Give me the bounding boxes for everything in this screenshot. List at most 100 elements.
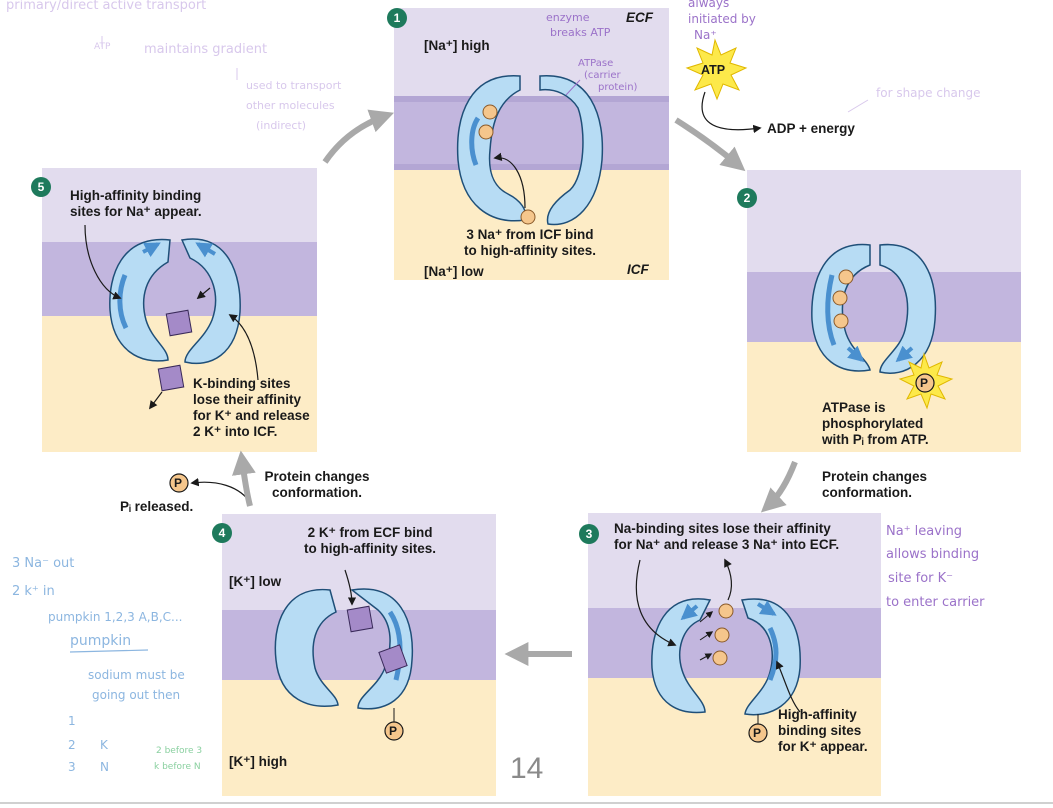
step-badge-4: [212, 523, 232, 543]
step-badge-5: [31, 177, 51, 197]
carrier-protein: [109, 238, 241, 364]
note-n: N: [100, 760, 109, 774]
handwritten-pointer: [565, 79, 581, 96]
step3-bottom-text-2: binding sites: [778, 723, 862, 738]
bottom-divider: [0, 802, 1053, 804]
pointer-arrow: [699, 653, 713, 661]
atp-burst-icon: [685, 38, 748, 101]
step5-bottom-text-4: 2 K⁺ into ICF.: [193, 424, 278, 439]
step1-bind-text-1: 3 Na⁺ from ICF bind: [466, 227, 594, 242]
potassium-ion: [157, 364, 185, 392]
atp-label: ATP: [701, 63, 726, 77]
conformation-left-1: Protein changes: [264, 469, 370, 484]
note-k-before-n: k before N: [154, 762, 201, 772]
step4-phosphate-p: P: [389, 724, 398, 738]
pointer-arrow: [228, 314, 259, 381]
note-atp: ATP: [94, 42, 111, 52]
na-low-label: [Na⁺] low: [424, 264, 484, 279]
panel-step-5: [31, 168, 317, 452]
carrier-protein: [651, 598, 801, 716]
sodium-ion: [838, 269, 854, 285]
release-arrow: [148, 391, 163, 410]
step-badge-4-number: 4: [218, 526, 226, 540]
sodium-ion: [712, 650, 728, 666]
note-initiated-by: initiated by: [688, 12, 756, 26]
note-other-molecules: other molecules: [246, 99, 335, 112]
note-always: always: [688, 0, 730, 10]
sodium-ion: [520, 209, 536, 225]
sodium-ion: [478, 124, 494, 140]
binding-arrow: [493, 152, 526, 209]
release-arrow: [724, 558, 733, 601]
panel-step-3: [579, 513, 881, 796]
pointer-arrow: [699, 631, 714, 641]
step-badge-5-number: 5: [37, 180, 45, 194]
potassium-ion: [165, 309, 193, 337]
sodium-ion: [833, 313, 849, 329]
na-high-label: [Na⁺] high: [424, 38, 490, 53]
step3-top-text-2: for Na⁺ and release 3 Na⁺ into ECF.: [614, 537, 840, 552]
binding-arrow: [344, 569, 357, 606]
note-num-1: 1: [68, 714, 76, 728]
step3-top-text-1: Na-binding sites lose their affinity: [614, 521, 831, 536]
note-num-3: 3: [68, 760, 76, 774]
panel-step-4: [212, 514, 496, 796]
handwritten-underline: [69, 649, 149, 653]
k-low-label: [K⁺] low: [229, 574, 282, 589]
release-arrow: [196, 287, 211, 300]
note-allows-binding: allows binding: [886, 547, 980, 562]
step-badge-1: [387, 8, 407, 28]
cycle-arrow-2-to-3: [760, 460, 798, 513]
pointer-arrow: [699, 611, 714, 623]
conformation-left-2: conformation.: [272, 485, 362, 500]
note-going-out-then: going out then: [92, 688, 181, 702]
released-phosphate-icon: [169, 473, 189, 493]
note-sodium-must-be: sodium must be: [88, 668, 185, 682]
step2-text-1: ATPase is: [822, 400, 886, 415]
note-enzyme: enzyme: [546, 11, 590, 24]
note-carrier: (carrier: [584, 70, 621, 81]
pointer-arrow: [635, 559, 677, 647]
sodium-ion: [482, 104, 498, 120]
step-badge-3: [579, 524, 599, 544]
panel-step-1: [387, 8, 669, 280]
phosphate-icon: [915, 373, 935, 393]
note-protein: protein): [598, 82, 638, 93]
atp-group: [685, 38, 762, 134]
note-used-to-transport: used to transport: [246, 79, 342, 92]
panel-step-2: [737, 170, 1021, 452]
potassium-ion: [346, 605, 374, 633]
note-maintains-gradient: maintains gradient: [144, 42, 268, 57]
step5-bottom-text-3: for K⁺ and release: [193, 408, 310, 423]
step4-top-text-1: 2 K⁺ from ECF bind: [307, 525, 433, 540]
step-badge-3-number: 3: [585, 527, 593, 541]
note-site-for-k: site for K⁻: [888, 571, 954, 586]
step-badge-2-number: 2: [743, 191, 751, 205]
cycle-arrow-1-to-2: [674, 117, 746, 172]
k-high-label: [K⁺] high: [229, 754, 288, 769]
cycle-arrow-4-to-5: [232, 450, 256, 507]
note-pumpkin: pumpkin: [70, 633, 132, 649]
note-2-k-in: 2 k⁺ in: [12, 584, 55, 599]
note-breaks-atp: breaks ATP: [550, 26, 611, 39]
note-indirect: (indirect): [256, 119, 307, 132]
note-pumpkin-sequence: pumpkin 1,2,3 A,B,C...: [48, 610, 183, 624]
carrier-protein: [456, 75, 604, 226]
step3-phosphate-p: P: [753, 726, 762, 740]
pointer-arrow: [775, 660, 801, 713]
note-na: Na⁺: [694, 28, 717, 42]
step2-text-2: phosphorylated: [822, 416, 924, 431]
pi-released-label: Pᵢ released.: [120, 499, 194, 514]
conformation-right-1: Protein changes: [822, 469, 928, 484]
note-k: K: [100, 738, 108, 752]
phosphate-icon: [748, 723, 768, 743]
pointer-arrow: [84, 224, 122, 300]
note-3-na-out: 3 Na⁻ out: [12, 556, 75, 571]
cycle-arrow-5-to-1: [322, 109, 395, 164]
note-na-leaving: Na⁺ leaving: [886, 524, 963, 539]
note-atpase: ATPase: [578, 58, 614, 69]
step5-bottom-text-2: lose their affinity: [193, 392, 302, 407]
page-number: 14: [510, 752, 544, 785]
note-primary-transport: primary/direct active transport: [6, 0, 207, 13]
